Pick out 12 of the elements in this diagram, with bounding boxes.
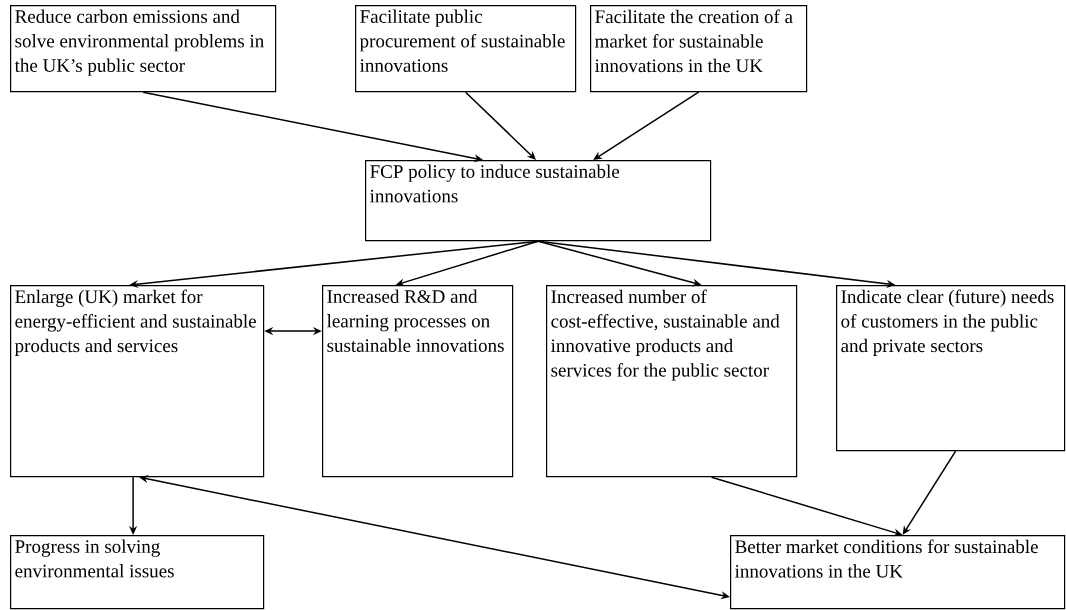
arrow <box>593 91 700 160</box>
process-box: Indicate clear (future) needs of customers in the public and private sectors <box>836 285 1066 452</box>
process-box: Facilitate the creation of a market for sustainable innovations in the UK <box>590 5 808 93</box>
process-box: FCP policy to induce sustainable innovations <box>365 160 712 242</box>
process-box: Enlarge (UK) market for energy-efficient and sustainable products and services <box>10 285 265 478</box>
process-box: Better market conditions for sustainable innovations in the UK <box>730 535 1066 610</box>
arrow <box>902 450 957 535</box>
process-box: Progress in solving environmental issues <box>10 535 265 610</box>
process-box: Reduce carbon emissions and solve environmental problems in the UK’s public sector <box>10 5 277 93</box>
process-box: Increased number of cost-effective, sustainable and innovative products and services for the public sector <box>546 285 798 478</box>
process-box: Increased R&D and learning processes on sustainable innovations <box>322 285 514 478</box>
process-box: Facilitate public procurement of sustainable innovations <box>355 5 577 93</box>
